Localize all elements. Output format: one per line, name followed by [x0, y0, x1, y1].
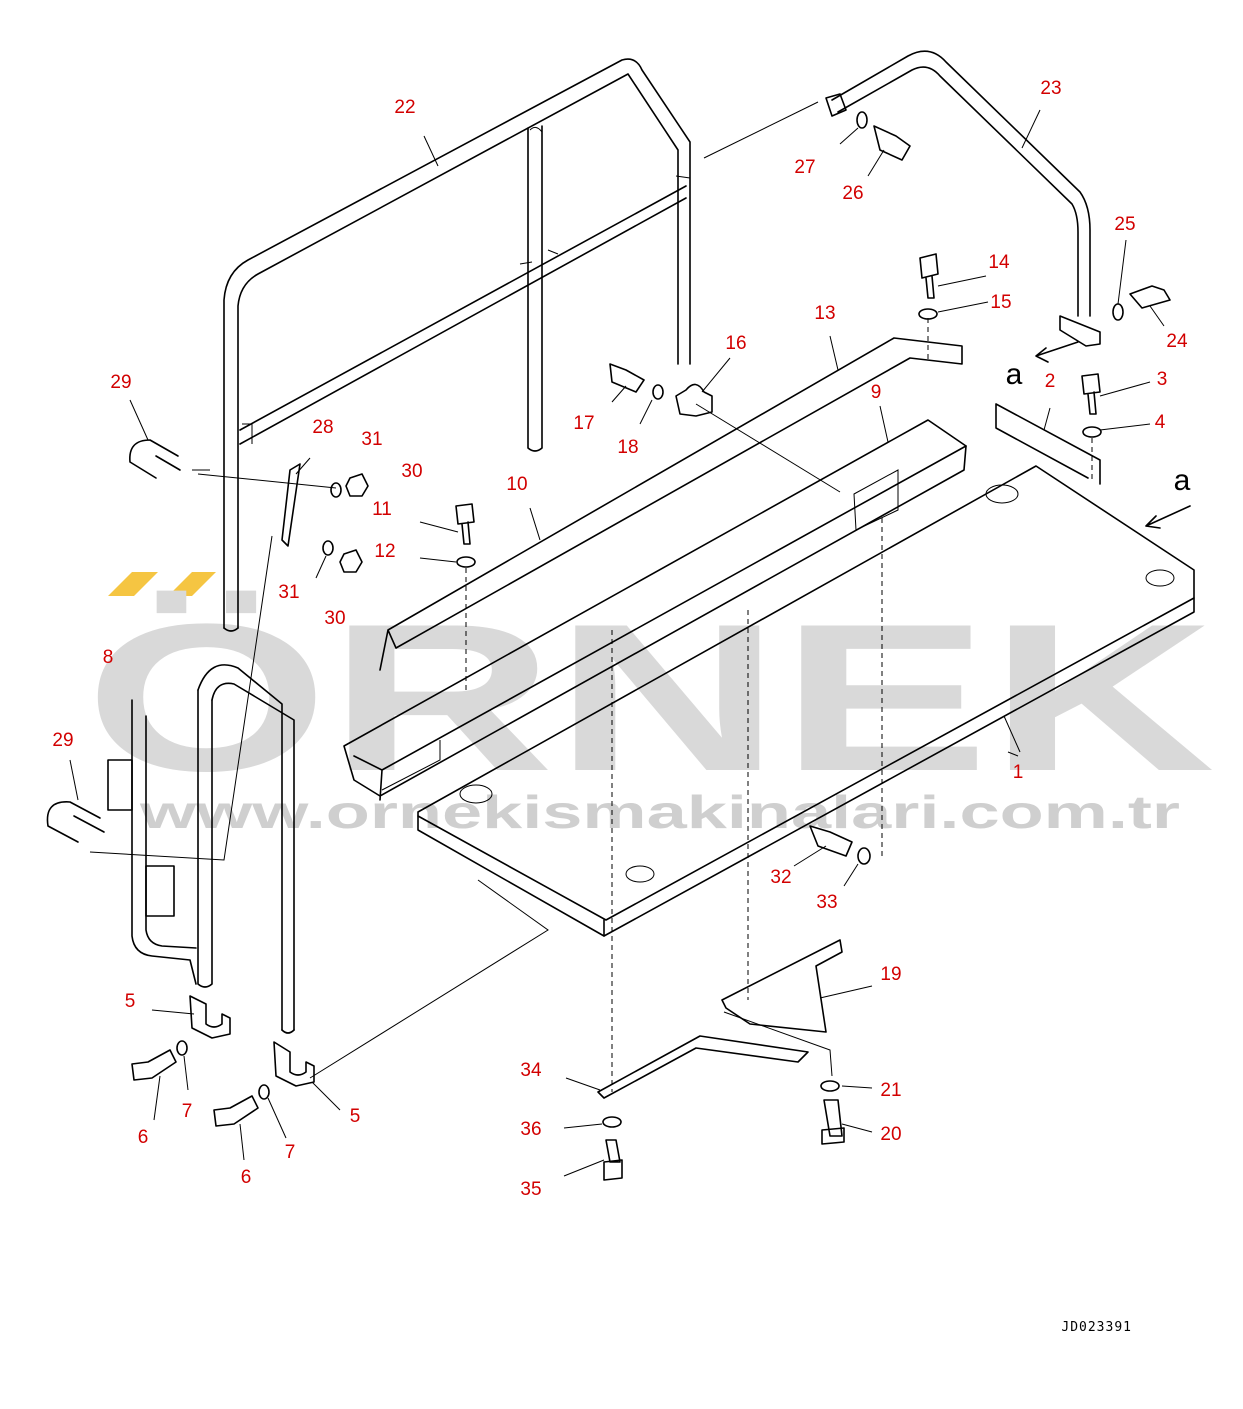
- callout-25: 25: [1114, 214, 1135, 235]
- drawing-code: JD023391: [1061, 1320, 1132, 1335]
- callout-31-lower: 31: [278, 582, 299, 603]
- railing-22: [223, 58, 691, 632]
- callout-14: 14: [988, 252, 1010, 273]
- watermark: ÖRNEK www.ornekismakinalari.com.tr: [85, 572, 1215, 838]
- callout-34: 34: [520, 1060, 542, 1081]
- watermark-accent-left: [108, 572, 158, 596]
- callout-1: 1: [1013, 762, 1024, 783]
- callout-29-lower: 29: [52, 730, 73, 751]
- callout-32: 32: [770, 867, 791, 888]
- callout-35: 35: [520, 1179, 541, 1200]
- callout-20: 20: [880, 1124, 901, 1145]
- drawing-lines: [46, 50, 1195, 1181]
- callout-22: 22: [394, 97, 415, 118]
- callout-12: 12: [374, 541, 395, 562]
- view-mark-a-right: a: [1174, 464, 1191, 497]
- clip-5-upper: [189, 995, 231, 1039]
- callout-13: 13: [814, 303, 835, 324]
- callout-7-upper: 7: [182, 1101, 193, 1122]
- callout-26: 26: [842, 183, 863, 204]
- callout-36: 36: [520, 1119, 541, 1140]
- callout-4: 4: [1155, 412, 1166, 433]
- callout-5-upper: 5: [125, 991, 136, 1012]
- clip-5-lower: [273, 1041, 315, 1087]
- callout-3: 3: [1157, 369, 1168, 390]
- washers: [176, 111, 1124, 1128]
- callout-10: 10: [506, 474, 527, 495]
- callout-8: 8: [103, 647, 114, 668]
- post-8: [107, 664, 295, 1034]
- leader-lines: [89, 101, 1191, 1092]
- callout-9: 9: [871, 382, 882, 403]
- u-bolt-29: [46, 439, 181, 843]
- callout-numbers: 1 2 3 4 5 5 6 6 7 7 8 9 10 11 12 13 14 1…: [52, 78, 1188, 1200]
- clip-16: [675, 383, 713, 417]
- callout-7-lower: 7: [285, 1142, 296, 1163]
- callout-33: 33: [816, 892, 837, 913]
- bolts: [131, 125, 1171, 1181]
- callout-17: 17: [573, 413, 594, 434]
- plate-34: [597, 1035, 809, 1099]
- callout-leaders: [69, 109, 1165, 1177]
- frame-13: [379, 337, 963, 671]
- callout-21: 21: [880, 1080, 901, 1101]
- frame-9-10: [343, 419, 967, 801]
- callout-19: 19: [880, 964, 901, 985]
- callout-28: 28: [312, 417, 333, 438]
- callout-5-lower: 5: [350, 1106, 361, 1127]
- callout-2: 2: [1045, 371, 1056, 392]
- floor-plate-1: [417, 465, 1195, 937]
- bracket-2: [995, 403, 1101, 485]
- watermark-url: www.ornekismakinalari.com.tr: [138, 786, 1180, 838]
- bracket-19: [721, 939, 843, 1033]
- callout-24: 24: [1166, 331, 1188, 352]
- callout-6-upper: 6: [138, 1127, 149, 1148]
- railing-23: [825, 50, 1101, 347]
- callout-23: 23: [1040, 78, 1061, 99]
- callout-18: 18: [617, 437, 638, 458]
- callout-16: 16: [725, 333, 746, 354]
- callout-6-lower: 6: [241, 1167, 252, 1188]
- callout-29-upper: 29: [110, 372, 131, 393]
- callout-31-upper: 31: [361, 429, 382, 450]
- callout-15: 15: [990, 292, 1011, 313]
- callout-11: 11: [372, 499, 392, 520]
- view-mark-a-left: a: [1006, 358, 1023, 391]
- watermark-brand: ÖRNEK: [85, 580, 1215, 815]
- callout-30-upper: 30: [401, 461, 422, 482]
- watermark-accent-right: [168, 572, 216, 596]
- callout-30-lower: 30: [324, 608, 345, 629]
- callout-27: 27: [794, 157, 815, 178]
